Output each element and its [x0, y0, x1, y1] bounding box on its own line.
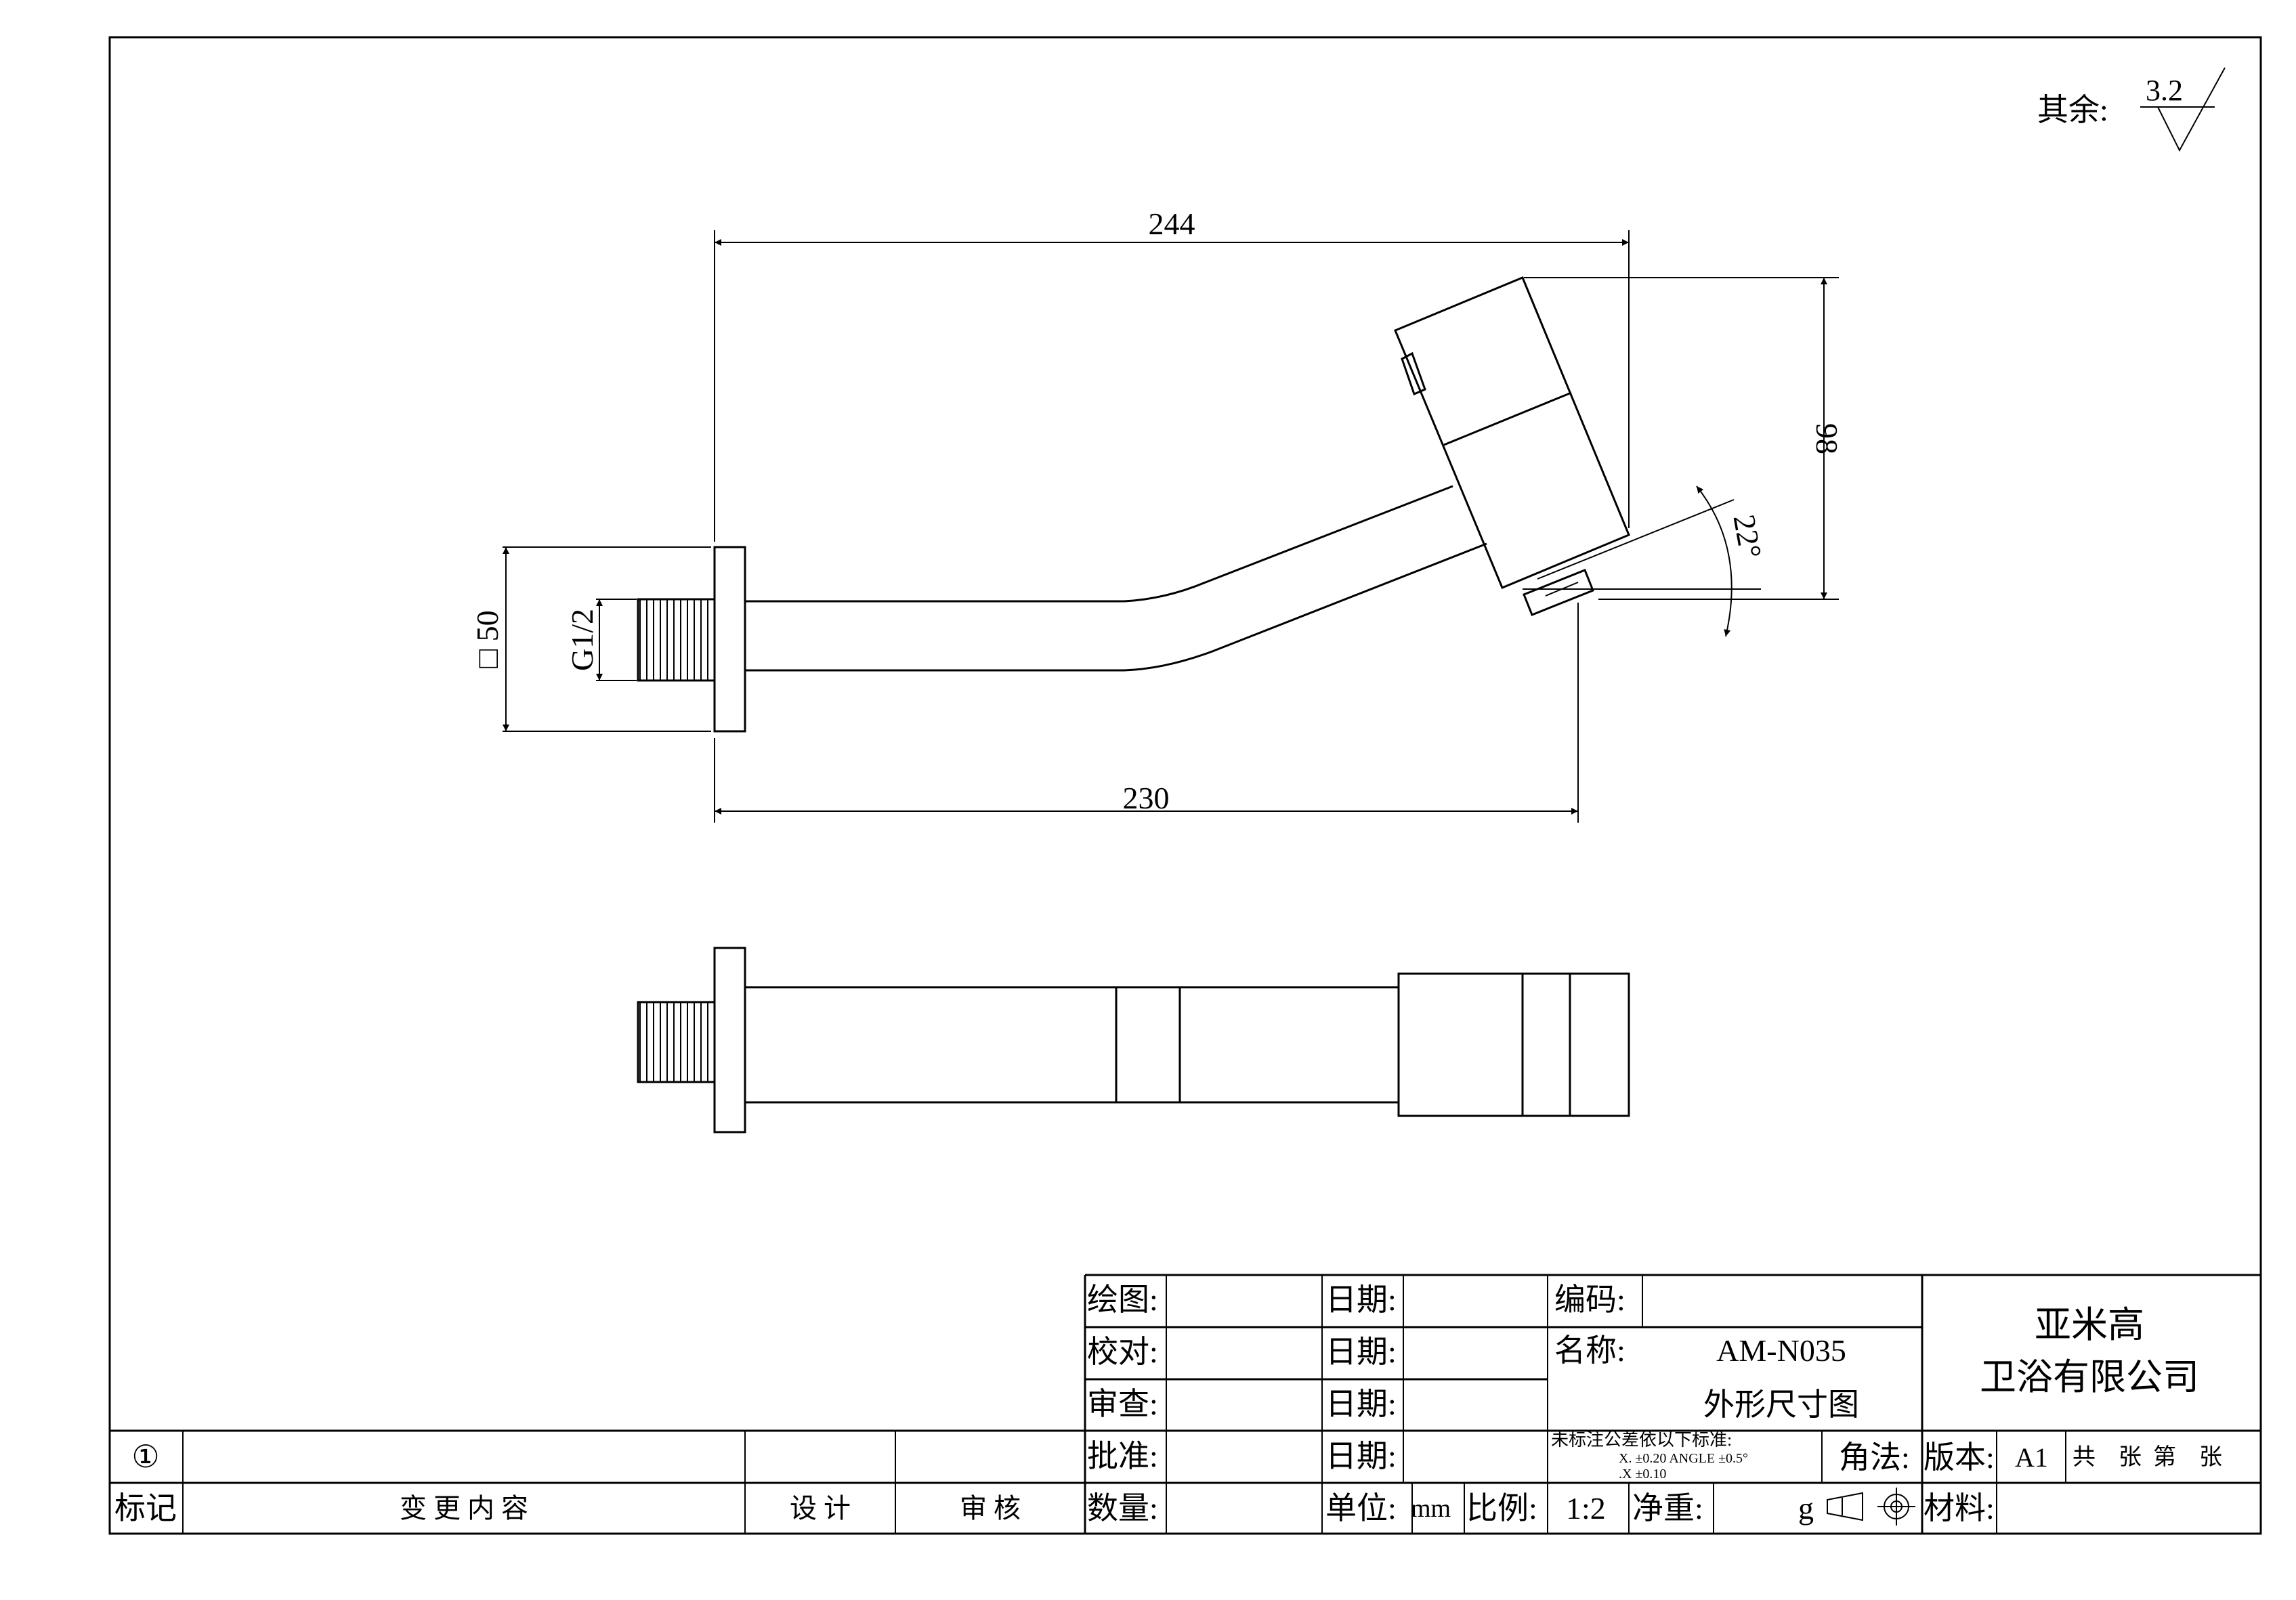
drawing-title: 外形尺寸图	[1703, 1387, 1859, 1422]
tolerance-line-1: X. ±0.20 ANGLE ±0.5°	[1619, 1451, 1748, 1466]
dim-overall-length: 244	[1149, 207, 1195, 241]
flange-side	[713, 546, 746, 733]
checked-label: 校对:	[1087, 1335, 1158, 1369]
pipe-upper-edge	[745, 485, 1453, 603]
revision-col-review: 审 核	[960, 1493, 1021, 1523]
revision-col-design: 设 计	[790, 1493, 851, 1523]
projection-symbol-icon	[1827, 1488, 1915, 1526]
spout-joint-line	[1443, 391, 1572, 446]
spout-head	[1394, 276, 1630, 589]
unit-value: mm	[1411, 1494, 1451, 1523]
company-name-line-1: 亚米高	[2035, 1305, 2144, 1345]
revision-col-mark: 标记	[114, 1491, 177, 1526]
dim-height: 98	[1810, 423, 1844, 454]
side-view	[637, 276, 1630, 733]
scale-value: 1:2	[1566, 1491, 1606, 1526]
date-label-approved: 日期:	[1325, 1439, 1397, 1473]
title-block: 绘图: 校对: 审查: 批准: 数量: 日期: 日期: 日期: 日期: 单位: …	[110, 1274, 2261, 1534]
material-label: 材料:	[1923, 1491, 1995, 1526]
dim-thread-size: G1/2	[565, 609, 599, 671]
unit-label: 单位:	[1325, 1491, 1397, 1526]
flange-top	[713, 947, 746, 1133]
company-name-line-2: 卫浴有限公司	[1980, 1357, 2199, 1398]
pipe-lower-edge	[745, 542, 1487, 672]
part-number: AM-N035	[1716, 1333, 1846, 1368]
tolerance-title: 未标注公差依以下标准:	[1551, 1430, 1732, 1450]
pipe-top	[744, 986, 1400, 1104]
tolerance-line-2: .X ±0.10	[1619, 1467, 1666, 1482]
weight-label: 净重:	[1632, 1491, 1703, 1526]
dim-wall-length: 230	[1123, 781, 1170, 815]
dim-230: 230	[714, 603, 1579, 823]
reviewed-label: 审查:	[1087, 1387, 1158, 1421]
name-label: 名称:	[1554, 1333, 1625, 1368]
revision-mark: ①	[131, 1440, 159, 1474]
quantity-label: 数量:	[1087, 1491, 1158, 1526]
surface-finish-label: 其余:	[2037, 93, 2108, 127]
dim-angle-value: 22°	[1727, 512, 1768, 561]
surface-finish-note: 其余: 3.2	[2037, 67, 2226, 152]
thread-side	[637, 598, 716, 682]
projection-label: 角法:	[1839, 1440, 1910, 1475]
sheet-frame	[108, 36, 2262, 1535]
dim-flange: □ 50	[470, 546, 711, 732]
dim-244: 244	[714, 207, 1630, 542]
dim-angle: 22°	[1523, 485, 1768, 637]
dim-flange-size: □ 50	[470, 610, 505, 668]
outlet-nozzle	[1523, 569, 1594, 616]
version-value: A1	[2015, 1442, 2048, 1473]
scale-label: 比例:	[1466, 1491, 1537, 1526]
thread-top	[637, 1001, 716, 1083]
drawn-label: 绘图:	[1087, 1282, 1158, 1317]
code-label: 编码:	[1554, 1282, 1625, 1317]
top-view	[637, 947, 1630, 1133]
weight-unit: g	[1798, 1491, 1814, 1526]
date-label-reviewed: 日期:	[1325, 1387, 1397, 1421]
dim-thread: G1/2	[565, 599, 637, 681]
revision-col-content: 变 更 内 容	[400, 1493, 528, 1523]
approved-label: 批准:	[1087, 1439, 1158, 1473]
dim-98: 98	[1524, 277, 1844, 600]
date-label-checked: 日期:	[1325, 1335, 1397, 1369]
date-label-drawn: 日期:	[1325, 1282, 1397, 1317]
spout-top	[1397, 972, 1630, 1117]
roughness-symbol-icon	[2140, 67, 2226, 152]
surface-finish-value: 3.2	[2146, 74, 2183, 107]
version-label: 版本:	[1923, 1440, 1995, 1475]
sheet-count: 共 张 第 张	[2072, 1444, 2222, 1470]
sensor-knob	[1401, 351, 1426, 396]
